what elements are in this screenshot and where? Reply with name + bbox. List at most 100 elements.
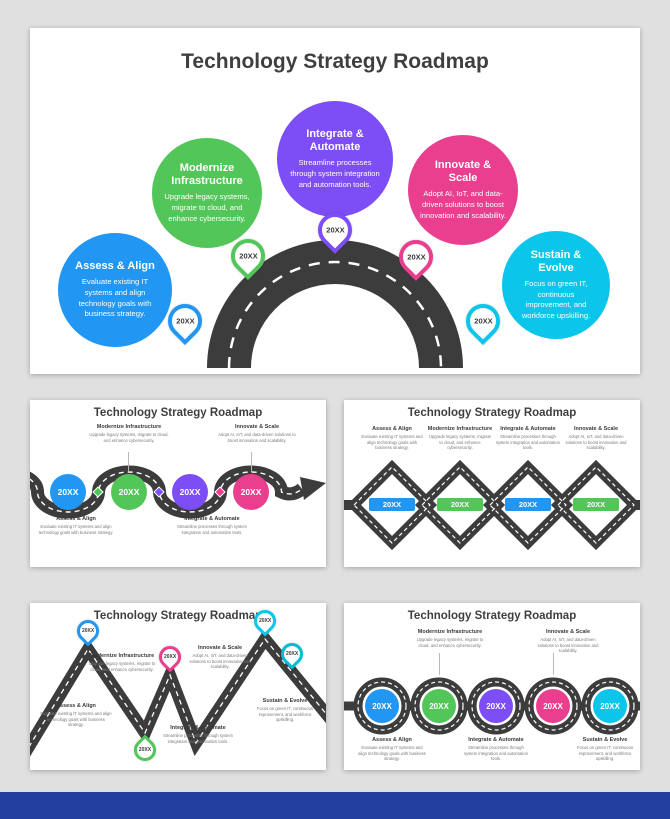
year-dot-modernize: 20XX bbox=[111, 474, 147, 510]
stage-label-desc: Upgrade legacy systems, migrate to cloud… bbox=[416, 636, 484, 648]
stage-name: Integrate & Automate bbox=[306, 127, 364, 154]
stage-label-title: Assess & Align bbox=[56, 516, 96, 522]
stage-label-desc: Focus on green IT, continuous improvemen… bbox=[576, 744, 634, 762]
stage-name: Innovate & Scale bbox=[434, 158, 492, 185]
stage-label-desc: Upgrade legacy systems, migrate to cloud… bbox=[89, 431, 169, 443]
stage-description: Adopt AI, IoT, and data-driven solutions… bbox=[420, 189, 506, 220]
stage-label-title: Integrate & Automate bbox=[468, 737, 524, 743]
milestone-year: 20XX bbox=[372, 701, 392, 711]
stage-name: Sustain & Evolve bbox=[530, 248, 582, 274]
milestone-year: 20XX bbox=[473, 316, 493, 326]
slide-main-arc-roadmap: Technology Strategy Roadmap Assess & Ali… bbox=[30, 28, 640, 374]
milestone-bar-1: 20XX bbox=[369, 498, 415, 511]
arc-road-graphic bbox=[207, 240, 463, 369]
milestone-year: 20XX bbox=[518, 500, 538, 509]
stage-label-desc: Adopt AI, IoT, and data-driven solutions… bbox=[537, 636, 599, 654]
slide-title: Technology Strategy Roadmap bbox=[407, 610, 577, 622]
stage-label-title: Modernize Infrastructure bbox=[96, 424, 162, 430]
road-centerline bbox=[357, 681, 635, 731]
leader-line bbox=[128, 452, 129, 472]
stage-label-integrate: Integrate & Automate Streamline processe… bbox=[461, 737, 531, 762]
milestone-year: 20XX bbox=[240, 487, 262, 497]
stage-label-innovate: Innovate & Scale Adopt AI, IoT, and data… bbox=[215, 424, 299, 443]
milestone-year: 20XX bbox=[486, 701, 506, 711]
year-dot-innovate: 20XX bbox=[536, 689, 570, 723]
milestone-year: 20XX bbox=[450, 500, 470, 509]
milestone-year: 20XX bbox=[175, 316, 195, 326]
slide-wave-roadmap: Technology Strategy Roadmap 20XX 20XX 20… bbox=[30, 400, 326, 567]
stage-label-title: Modernize Infrastructure bbox=[417, 629, 483, 635]
road-surface bbox=[207, 240, 463, 369]
stage-description: Upgrade legacy systems, migrate to cloud… bbox=[164, 192, 250, 223]
stage-label-sustain: Sustain & Evolve Focus on green IT, cont… bbox=[249, 698, 321, 723]
stage-bubble-innovate: Innovate & Scale Adopt AI, IoT, and data… bbox=[408, 135, 518, 245]
stage-name: Modernize Infrastructure bbox=[171, 161, 243, 188]
milestone-year: 20XX bbox=[81, 628, 95, 635]
milestone-year: 20XX bbox=[586, 500, 606, 509]
stage-label-desc: Streamline processes through system inte… bbox=[162, 732, 234, 744]
milestone-year: 20XX bbox=[118, 487, 140, 497]
milestone-year: 20XX bbox=[382, 500, 402, 509]
slide-diamond-roadmap: Technology Strategy Roadmap Assess & Ali… bbox=[344, 400, 640, 567]
stage-label-desc: Streamline processes through system inte… bbox=[495, 433, 560, 451]
stage-label-title: Sustain & Evolve bbox=[582, 737, 628, 743]
year-dot-assess: 20XX bbox=[50, 474, 86, 510]
stage-label-title: Innovate & Scale bbox=[234, 424, 280, 430]
slide-zigzag-roadmap: Technology Strategy Roadmap 20XX 20XX 20… bbox=[30, 603, 326, 770]
stage-label-modernize: Modernize Infrastructure Upgrade legacy … bbox=[88, 653, 156, 672]
stage-label-title: Assess & Align bbox=[56, 703, 96, 709]
stage-label-assess: Assess & Align Evaluate existing IT syst… bbox=[357, 737, 427, 762]
stage-label-desc: Streamline processes through system inte… bbox=[463, 744, 528, 762]
milestone-year: 20XX bbox=[543, 701, 563, 711]
milestone-year: 20XX bbox=[238, 251, 258, 261]
milestone-year: 20XX bbox=[57, 487, 79, 497]
stage-label-innovate: Innovate & Scale Adopt AI, IoT, and data… bbox=[533, 629, 603, 654]
stage-label-title: Integrate & Automate bbox=[184, 516, 240, 522]
stage-label-integrate: Integrate & Automate Streamline processe… bbox=[170, 516, 254, 535]
milestone-year: 20XX bbox=[163, 654, 177, 661]
stage-label-title: Modernize Infrastructure bbox=[89, 653, 155, 659]
stage-label-desc: Upgrade legacy systems, migrate to cloud… bbox=[88, 660, 156, 672]
stage-label-title: Modernize Infrastructure bbox=[427, 426, 493, 432]
stage-label-desc: Evaluate existing IT systems and align t… bbox=[40, 710, 112, 728]
slide-title: Technology Strategy Roadmap bbox=[407, 407, 577, 419]
year-dot-integrate: 20XX bbox=[172, 474, 208, 510]
milestone-year: 20XX bbox=[258, 618, 272, 625]
stage-label-desc: Focus on green IT, continuous improvemen… bbox=[256, 705, 314, 723]
stage-label-title: Innovate & Scale bbox=[545, 629, 591, 635]
stage-label-title: Innovate & Scale bbox=[573, 426, 619, 432]
milestone-year: 20XX bbox=[429, 701, 449, 711]
slide-loop-roadmap: Technology Strategy Roadmap 20XX 20XX 20… bbox=[344, 603, 640, 770]
stage-description: Streamline processes through system inte… bbox=[290, 158, 380, 189]
stage-label-desc: Evaluate existing IT systems and align t… bbox=[38, 523, 114, 535]
stage-label-innovate: Innovate & Scale Adopt AI, IoT, and data… bbox=[563, 426, 629, 451]
stage-label-title: Sustain & Evolve bbox=[262, 698, 308, 704]
stage-name: Assess & Align bbox=[75, 260, 155, 273]
year-dot-sustain: 20XX bbox=[593, 689, 627, 723]
year-dot-assess: 20XX bbox=[365, 689, 399, 723]
stage-label-desc: Streamline processes through system inte… bbox=[176, 523, 248, 535]
road-centerline bbox=[30, 471, 303, 513]
slide-title: Technology Strategy Roadmap bbox=[93, 610, 263, 622]
year-dot-innovate: 20XX bbox=[233, 474, 269, 510]
stage-label-title: Integrate & Automate bbox=[500, 426, 556, 432]
leader-line bbox=[553, 653, 554, 675]
diamond-road-graphic bbox=[344, 459, 640, 551]
stage-label-desc: Adopt AI, IoT, and data-driven solutions… bbox=[189, 652, 251, 670]
stage-label-title: Assess & Align bbox=[372, 737, 412, 743]
stage-label-modernize: Modernize Infrastructure Upgrade legacy … bbox=[427, 426, 493, 451]
leader-line bbox=[251, 452, 252, 472]
stage-label-integrate: Integrate & Automate Streamline processe… bbox=[495, 426, 561, 451]
stage-label-assess: Assess & Align Evaluate existing IT syst… bbox=[40, 703, 112, 728]
stage-label-desc: Evaluate existing IT systems and align t… bbox=[361, 433, 423, 451]
stage-description: Focus on green IT, continuous improvemen… bbox=[521, 278, 591, 320]
stage-label-title: Innovate & Scale bbox=[197, 645, 243, 651]
stage-label-assess: Assess & Align Evaluate existing IT syst… bbox=[34, 516, 118, 535]
stage-label-desc: Adopt AI, IoT, and data-driven solutions… bbox=[565, 433, 627, 451]
stage-label-desc: Adopt AI, IoT, and data-driven solutions… bbox=[218, 431, 296, 443]
slide-title: Technology Strategy Roadmap bbox=[93, 407, 263, 419]
year-dot-modernize: 20XX bbox=[422, 689, 456, 723]
milestone-bar-2: 20XX bbox=[437, 498, 483, 511]
stage-label-modernize: Modernize Infrastructure Upgrade legacy … bbox=[87, 424, 171, 443]
stage-label-title: Assess & Align bbox=[372, 426, 412, 432]
